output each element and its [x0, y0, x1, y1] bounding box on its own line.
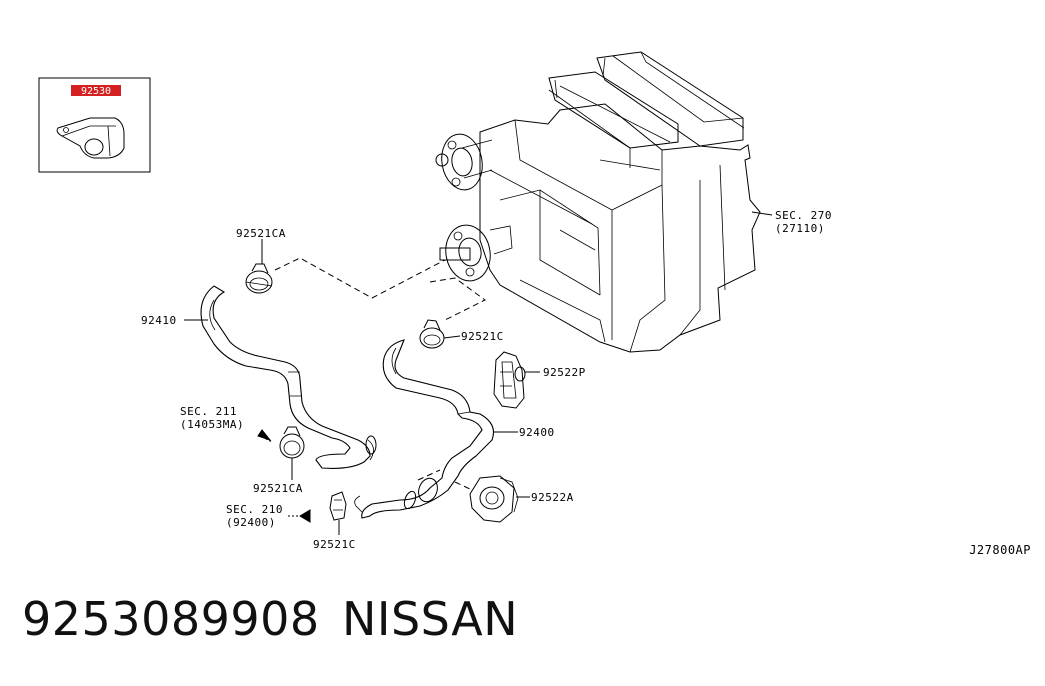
clamp-c-mid-label[interactable]: 92521C: [461, 330, 504, 343]
heater-upper-pipe-fitting: [435, 133, 493, 191]
sec211-reference[interactable]: SEC. 211 (14053MA): [180, 405, 273, 443]
grommet-part-icon: [56, 117, 125, 159]
sec210-label[interactable]: SEC. 210: [226, 503, 283, 516]
hose-92400[interactable]: 92400: [354, 339, 555, 519]
grommet-92522a[interactable]: 92522A: [469, 475, 574, 523]
sec210-code[interactable]: (92400): [226, 516, 276, 529]
highlight-label: 92530: [81, 86, 111, 97]
catalog-code: J27800AP: [969, 543, 1031, 557]
hose-92410-label[interactable]: 92410: [141, 314, 177, 327]
clamp-c-bottom-label[interactable]: 92521C: [313, 538, 356, 551]
hose-assembly-diagram: 92530: [38, 51, 832, 551]
sec210-reference[interactable]: SEC. 210 (92400): [226, 503, 311, 529]
part-number: 9253089908: [22, 592, 320, 646]
heater-lower-pipe-fitting: [439, 224, 513, 282]
sec211-arrow-icon: [257, 429, 272, 442]
sec270-label[interactable]: SEC. 270: [775, 209, 832, 222]
clamp-92521ca-bottom[interactable]: 92521CA: [253, 426, 305, 495]
brand-name: NISSAN: [342, 592, 519, 646]
clamp-92521c-mid[interactable]: 92521C: [419, 319, 504, 349]
heater-unit[interactable]: SEC. 270 (27110): [435, 51, 832, 353]
grommet-a-label[interactable]: 92522A: [531, 491, 574, 504]
highlight-label-bg: [71, 85, 121, 96]
connection-guides: [274, 257, 486, 491]
inset-part-box[interactable]: 92530: [38, 77, 151, 173]
hose-92410[interactable]: 92410: [141, 285, 377, 469]
sec211-label[interactable]: SEC. 211: [180, 405, 237, 418]
sec210-arrow-icon: [299, 509, 311, 523]
grommet-p-label[interactable]: 92522P: [543, 366, 586, 379]
sec270-code[interactable]: (27110): [775, 222, 825, 235]
hose-92400-label[interactable]: 92400: [519, 426, 555, 439]
clamp-ca-top-label[interactable]: 92521CA: [236, 227, 286, 240]
grommet-92522p[interactable]: 92522P: [493, 351, 586, 409]
clamp-ca-bottom-label[interactable]: 92521CA: [253, 482, 303, 495]
clamp-92521c-bottom[interactable]: 92521C: [313, 491, 356, 551]
clamp-92521ca-top[interactable]: 92521CA: [236, 227, 286, 294]
sec211-code[interactable]: (14053MA): [180, 418, 244, 431]
